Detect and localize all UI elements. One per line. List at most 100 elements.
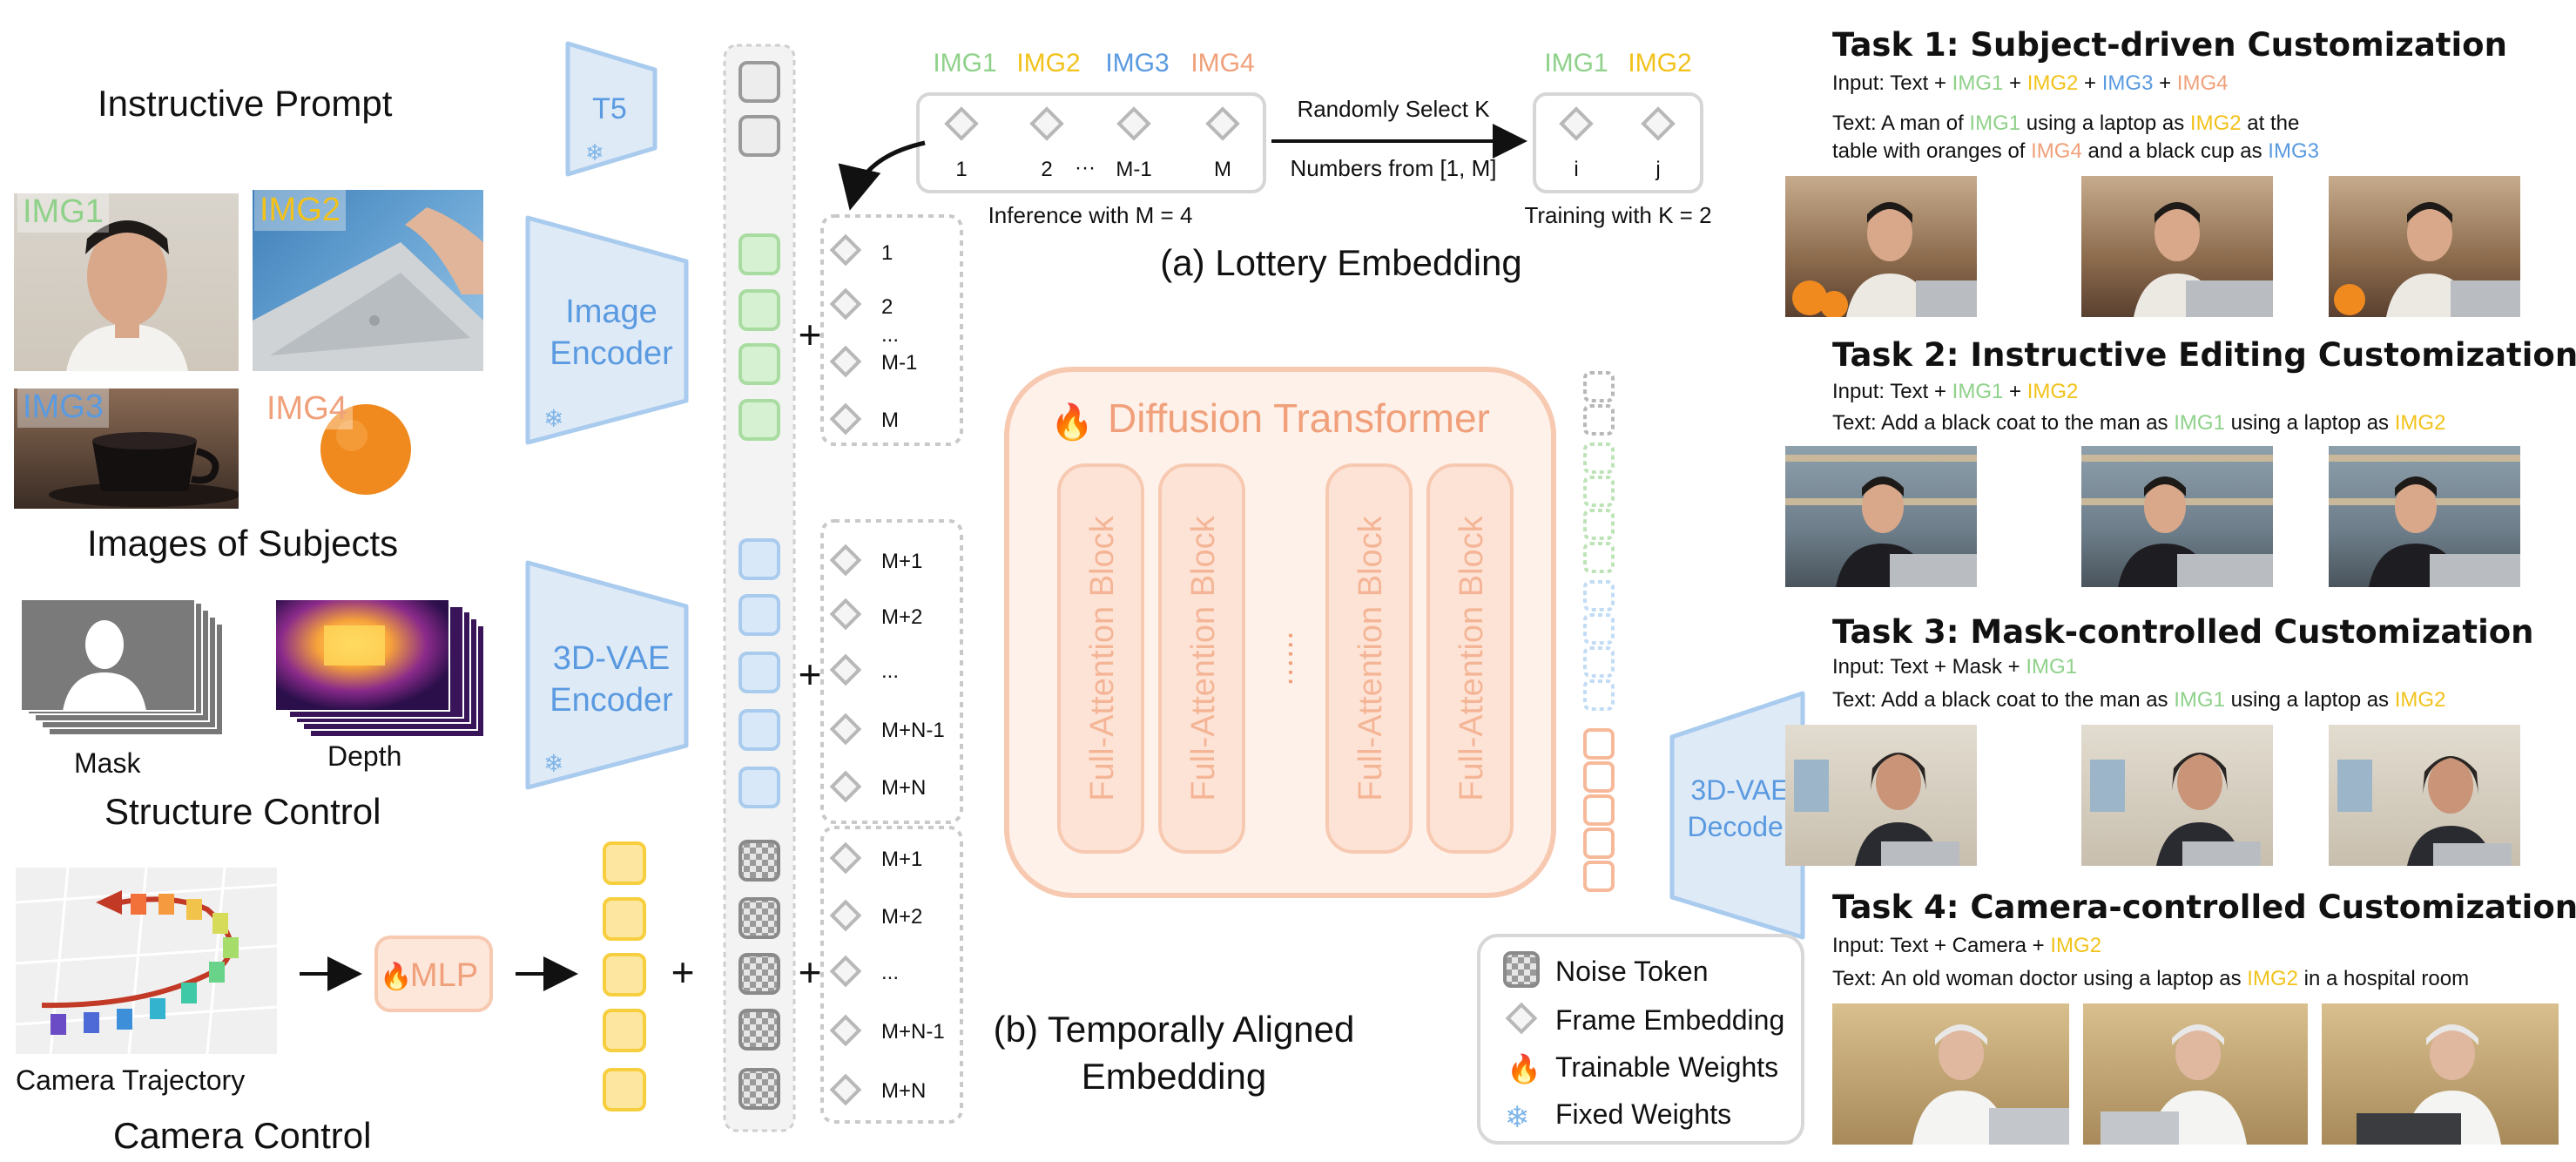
task1-title: Task 1: Subject-driven Customization (1832, 26, 2507, 64)
task2-title: Task 2: Instructive Editing Customizatio… (1832, 336, 2576, 374)
mask-label: Mask (74, 747, 141, 779)
task4-frame-2 (2083, 1003, 2308, 1145)
task1-text-img1: IMG1 (1969, 111, 2021, 135)
task1-text-1: Text: A man of IMG1 using a laptop as IM… (1832, 111, 2299, 136)
task3-text-img2: IMG2 (2394, 688, 2446, 712)
task2-input-prefix: Input: Text + (1832, 380, 1952, 403)
img1-illustration (66, 220, 188, 371)
camera-emb-dots: ... (881, 961, 899, 984)
attention-block-label-3: Full-Attention Block (1352, 515, 1389, 801)
lottery-title: (a) Lottery Embedding (1160, 242, 1522, 283)
task2-frame-2 (2081, 446, 2273, 587)
image-emb-1: 1 (881, 241, 893, 265)
legend-frame-swatch (1505, 1002, 1538, 1035)
vae-decoder-label-1: 3D-VAE (1690, 774, 1789, 806)
task3-title: Task 3: Mask-controlled Customization (1832, 613, 2534, 651)
legend-fixed: Fixed Weights (1555, 1098, 1731, 1130)
legend: 🔥 ❄ Noise Token Frame Embedding Trainabl… (1477, 934, 1804, 1145)
structure-control-label: Structure Control (105, 791, 381, 832)
dit-title: Diffusion Transformer (1108, 395, 1490, 441)
vae-encoder-label-1: 3D-VAE (553, 640, 670, 677)
img3-photo (14, 388, 239, 509)
attention-block-label-4: Full-Attention Block (1453, 515, 1490, 801)
dit-fire-icon: 🔥 (1050, 402, 1094, 442)
vae-emb-n: M+N (881, 776, 926, 800)
legend-noise: Noise Token (1555, 956, 1709, 987)
training-caption: Training with K = 2 (1524, 202, 1711, 228)
img3-illustration (49, 432, 239, 507)
temporal-title-2: Embedding (1082, 1056, 1266, 1097)
img2-illustration (253, 207, 483, 371)
task4-title: Task 4: Camera-controlled Customization (1832, 888, 2576, 926)
legend-frozen-icon: ❄ (1505, 1101, 1530, 1134)
task1-frame-2 (2081, 176, 2273, 317)
attention-blocks: Full-Attention Block Full-Attention Bloc… (1057, 463, 1514, 854)
camera-embedding-diamonds (829, 841, 862, 1106)
vae-emb-dots: ... (881, 659, 899, 683)
depth-label: Depth (327, 740, 402, 772)
attention-block-1 (1057, 463, 1144, 854)
camera-control-label: Camera Control (113, 1115, 372, 1156)
task1-text-a: Text: A man of (1832, 111, 1970, 135)
task4-text-a: Text: An old woman doctor using a laptop… (1832, 967, 2248, 990)
lottery-img3: IMG3 (1105, 49, 1169, 78)
randomly-select-label: Randomly Select K (1297, 96, 1490, 122)
inference-n4: M (1214, 158, 1231, 181)
task4-text: Text: An old woman doctor using a laptop… (1832, 967, 2469, 991)
task4-frame-3 (2322, 1003, 2559, 1145)
task1-text-2: table with oranges of IMG4 and a black c… (1832, 139, 2319, 164)
legend-fire-icon: 🔥 (1507, 1053, 1541, 1084)
task1-input-img3: IMG3 (2101, 71, 2154, 95)
task2-text-img1: IMG1 (2174, 411, 2225, 435)
attention-block-4 (1426, 463, 1514, 854)
instructive-prompt-label: Instructive Prompt (98, 83, 393, 124)
camera-tokens (603, 841, 646, 1111)
plus-vae: + (799, 652, 822, 697)
mask-stack (20, 599, 224, 736)
vae-encoder: 3D-VAE Encoder ❄ (525, 560, 689, 790)
inference-caption: Inference with M = 4 (988, 202, 1193, 228)
task3-input-img1: IMG1 (2026, 655, 2078, 679)
attention-block-dots: ...... (1264, 631, 1300, 686)
lottery-img4: IMG4 (1190, 49, 1254, 78)
task3-text: Text: Add a black coat to the man as IMG… (1832, 688, 2445, 713)
inference-n2: 2 (1041, 158, 1052, 181)
temporal-title-1: (b) Temporally Aligned (994, 1009, 1355, 1050)
t5-label: T5 (592, 92, 627, 125)
numbers-from-label: Numbers from [1, M] (1291, 155, 1497, 181)
depth-stack (274, 599, 485, 738)
image-emb-2: 2 (881, 295, 893, 319)
camera-emb-2: M+2 (881, 905, 922, 929)
task2-input-img2: IMG2 (2026, 380, 2079, 403)
task4-input-prefix: Input: Text + Camera + (1832, 934, 2051, 957)
img4-photo (254, 388, 428, 510)
images-of-subjects-label: Images of Subjects (87, 523, 399, 564)
camera-emb-n1: M+N-1 (881, 1020, 945, 1044)
task3-frame-1 (1785, 725, 1977, 866)
plus-camera-left: + (671, 949, 695, 995)
task4-text-b: in a hospital room (2297, 967, 2470, 990)
camera-emb-1: M+1 (881, 848, 922, 871)
task3-frame-3 (2329, 725, 2520, 866)
vae-embedding-diamonds (829, 544, 862, 803)
task2-text-img2: IMG2 (2394, 411, 2446, 435)
image-encoder-label-2: Encoder (550, 335, 673, 372)
task1-text-d: table with oranges of (1832, 139, 2032, 163)
t5-frozen-icon: ❄ (585, 139, 604, 166)
legend-frame: Frame Embedding (1555, 1004, 1784, 1036)
vae-decoder-label-2: Decoder (1688, 811, 1793, 842)
legend-trainable: Trainable Weights (1555, 1051, 1778, 1083)
camera-trajectory-plot (16, 868, 277, 1054)
task4-input-img2: IMG2 (2050, 934, 2102, 957)
task2-text: Text: Add a black coat to the man as IMG… (1832, 411, 2445, 436)
vae-emb-1: M+1 (881, 550, 922, 573)
image-encoder: Image Encoder ❄ (525, 215, 689, 445)
img2-photo (253, 190, 483, 371)
task3-frame-2 (2081, 725, 2273, 866)
image-emb-m1: M-1 (881, 351, 917, 375)
task1-input-img2: IMG2 (2026, 71, 2079, 95)
task1-text-b: using a laptop as (2020, 111, 2190, 135)
img4-tag: IMG4 (261, 388, 353, 429)
